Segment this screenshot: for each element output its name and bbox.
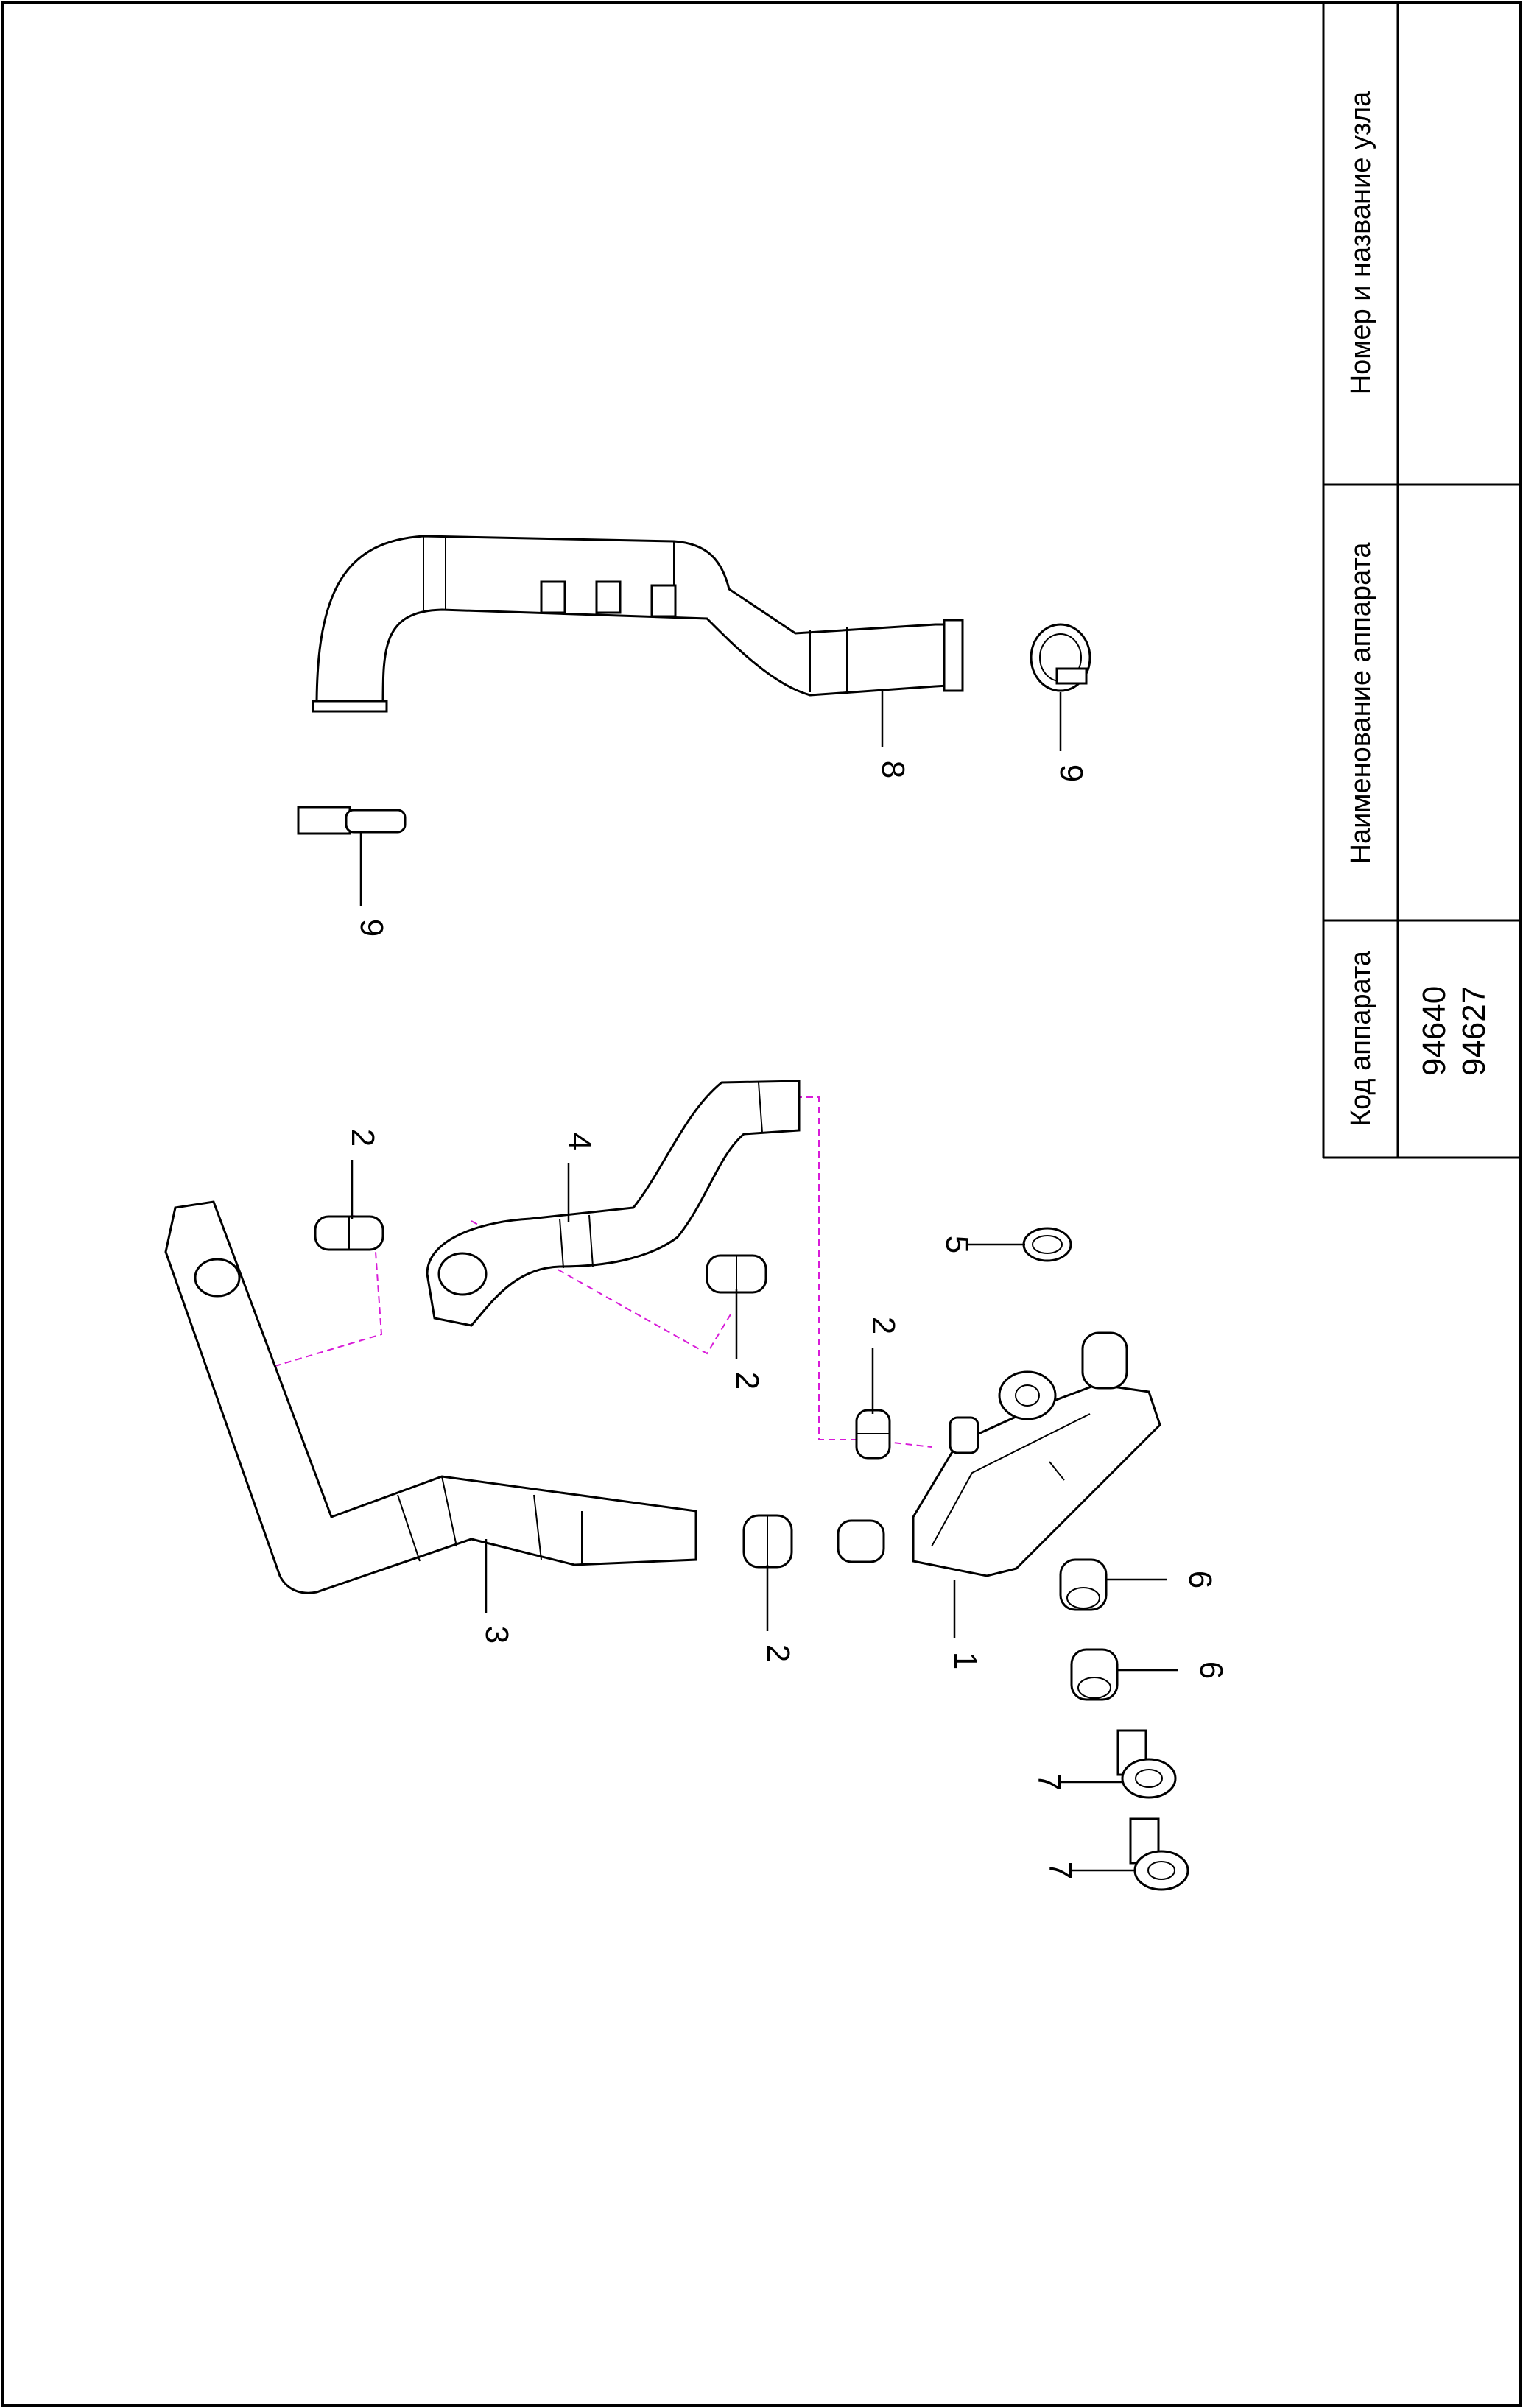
device-code-1: 94640: [1416, 986, 1452, 1076]
hose-part-4: [426, 1080, 801, 1327]
bushing-part-6-b: [1070, 1648, 1119, 1701]
callout-2c: 2: [865, 1317, 901, 1334]
callout-7b: 7: [1042, 1862, 1078, 1879]
callout-8: 8: [875, 761, 911, 778]
clamp-part-2-a: [314, 1215, 384, 1251]
leader-lines: [351, 689, 1178, 1872]
callout-2a: 2: [345, 1129, 381, 1147]
callout-5: 5: [939, 1236, 975, 1253]
callout-6b: 6: [1193, 1661, 1229, 1679]
bolt-part-7-a: [1116, 1729, 1177, 1799]
callout-7a: 7: [1031, 1773, 1067, 1791]
callout-2b: 2: [729, 1372, 765, 1390]
pipe-part-8: [312, 535, 964, 713]
callout-9b: 9: [1053, 764, 1089, 782]
clamp-part-2-c: [855, 1409, 891, 1460]
clamp-part-2-b: [706, 1254, 767, 1294]
o-ring-part-5: [1022, 1227, 1072, 1262]
callout-1: 1: [947, 1652, 983, 1669]
callout-6a: 6: [1182, 1571, 1218, 1588]
callout-labels: 1 2 2 2 2 3 4 5 6 6 7 7 8 9 9: [345, 761, 1229, 1879]
clamp-part-9-a: [297, 806, 407, 835]
device-code-2: 94627: [1456, 986, 1492, 1076]
hose-part-3: [164, 1200, 697, 1594]
oil-cooler-part-1: [837, 1331, 1161, 1577]
bushing-part-6-a: [1059, 1558, 1108, 1611]
device-code-header: Код аппарата: [1346, 950, 1376, 1126]
bolt-part-7-b: [1129, 1817, 1189, 1891]
device-name-header: Наименование аппарата: [1346, 542, 1376, 865]
callout-3: 3: [479, 1626, 515, 1644]
callout-9a: 9: [354, 919, 390, 937]
clamp-part-9-b: [1030, 623, 1091, 692]
node-number-name-header: Номер и название узла: [1346, 91, 1376, 395]
callout-4: 4: [561, 1133, 597, 1150]
callout-2d: 2: [760, 1644, 796, 1662]
title-block: Номер и название узла Наименование аппар…: [1322, 3, 1520, 1159]
clamp-part-2-d: [742, 1514, 793, 1569]
